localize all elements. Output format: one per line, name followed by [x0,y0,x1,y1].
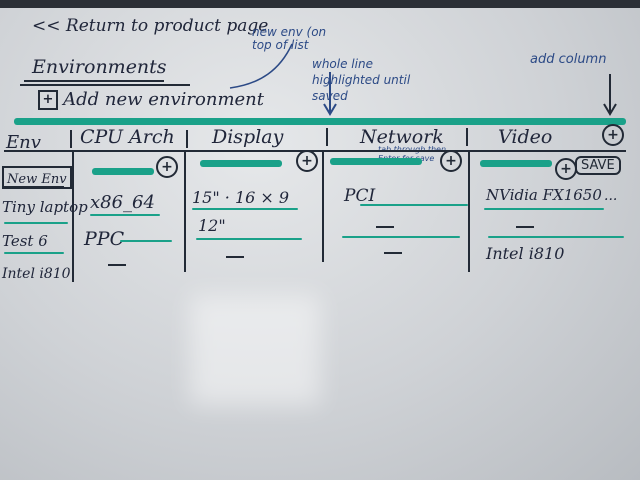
display-value-15[interactable]: 15" · 16 × 9 [192,188,290,207]
row-underline [4,252,64,254]
board-frame [0,0,640,8]
add-environment-label: Add new environment [63,89,264,110]
video-value-nvidia[interactable]: NVidia FX1650 [486,186,602,204]
cell-underline [488,236,624,238]
note-whole-line: whole line highlighted until saved [312,57,411,103]
video-value-intel-i810[interactable]: Intel i810 [486,244,565,263]
cell-underline [90,214,160,216]
empty-cell [516,226,534,228]
new-env-row[interactable]: New Env [2,166,72,189]
cpu-value-ppc[interactable]: PPC [84,228,125,250]
add-cpu-value-button[interactable]: + [156,156,178,178]
add-video-value-button[interactable]: + [555,158,577,180]
column-divider [322,152,324,262]
header-highlight [14,118,626,125]
cell-underline [484,208,604,210]
back-link[interactable]: << Return to product page [32,16,269,36]
add-network-value-button[interactable]: + [440,150,462,172]
network-value-pci[interactable]: PCI [344,186,376,206]
add-column-button[interactable]: + [602,124,624,146]
display-value-12[interactable]: 12" [198,216,226,235]
new-env-label: New Env [7,172,67,187]
cell-underline [196,238,302,240]
header-divider [326,128,328,146]
note-new-env-top: new env (on top of list [252,25,327,52]
add-box-icon: + [38,89,58,110]
cell-underline [342,236,460,238]
header-network: Network [360,126,444,148]
cell-underline [120,240,172,242]
header-divider [466,128,468,146]
column-divider [72,152,74,282]
env-item-test6[interactable]: Test 6 [2,232,48,250]
save-button[interactable]: SAVE [575,156,621,175]
header-display: Display [212,126,284,148]
new-env-network-field[interactable] [330,158,422,165]
header-cpu-arch: CPU Arch [80,126,175,148]
column-divider [184,152,186,272]
empty-cell [226,256,244,258]
page-title: Environments [32,56,167,78]
empty-cell [108,264,126,266]
column-divider [468,152,470,272]
empty-cell [376,226,394,228]
video-more-indicator: ... [604,188,618,204]
cell-underline [360,204,468,206]
row-divider [4,186,64,188]
env-item-tiny-laptop[interactable]: Tiny laptop [2,198,88,216]
header-bottom-line [4,150,626,152]
light-glare [190,295,320,405]
row-underline [4,222,68,224]
add-environment-button[interactable]: + Add new environment [38,89,264,110]
header-divider [70,130,72,148]
cell-underline [192,208,298,210]
new-env-cpu-field[interactable] [92,168,154,175]
env-item-intel-i810[interactable]: Intel i810 [2,266,71,282]
header-video: Video [498,126,553,148]
cpu-value-x86-64[interactable]: x86_64 [90,192,155,213]
header-env: Env [6,132,41,153]
title-underline [24,80,164,82]
new-env-display-field[interactable] [200,160,282,167]
new-env-video-field[interactable] [480,160,552,167]
empty-cell [384,252,402,254]
header-divider [186,130,188,148]
title-underline-2 [20,84,190,86]
note-add-column: add column [530,52,607,67]
add-display-value-button[interactable]: + [296,150,318,172]
